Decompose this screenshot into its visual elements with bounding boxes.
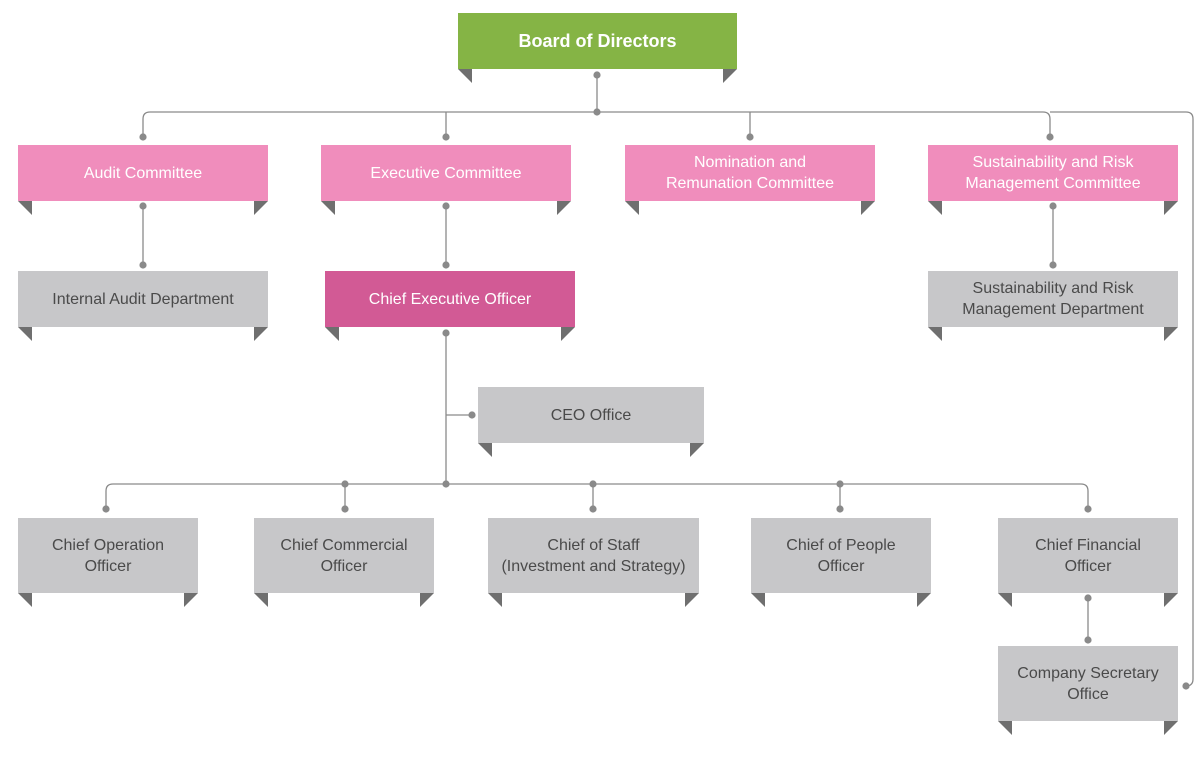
audit-committee-label: Audit Committee bbox=[83, 164, 203, 182]
cco-label: Chief Commercial Officer bbox=[280, 536, 408, 575]
connector-dot bbox=[1049, 261, 1057, 269]
ceo-box: Chief Executive Officer bbox=[325, 271, 575, 341]
connector-line bbox=[1050, 111, 1194, 687]
connector-dot bbox=[1084, 505, 1092, 513]
internal-audit-box: Internal Audit Department bbox=[18, 271, 268, 341]
connector-dot bbox=[1046, 133, 1054, 141]
connector-dot bbox=[589, 480, 597, 488]
connector-dot bbox=[442, 329, 450, 337]
connector-line bbox=[142, 111, 1051, 137]
connector-dot bbox=[468, 411, 476, 419]
connector-dot bbox=[1182, 682, 1190, 690]
connector-dot bbox=[746, 133, 754, 141]
board-of-directors-label: Board of Directors bbox=[518, 30, 677, 51]
connector-dot bbox=[341, 480, 349, 488]
cpo-box: Chief of People Officer bbox=[751, 518, 931, 607]
nomination-committee-box: Nomination and Remunation Committee bbox=[625, 145, 875, 215]
connector-dot bbox=[836, 505, 844, 513]
cfo-label: Chief Financial Officer bbox=[1035, 536, 1141, 575]
chief-of-staff-label: Chief of Staff (Investment and Strategy) bbox=[501, 536, 686, 575]
connector-dot bbox=[139, 133, 147, 141]
sustainability-committee-box: Sustainability and Risk Management Commi… bbox=[928, 145, 1178, 215]
connector-dot bbox=[593, 71, 601, 79]
connector-dot bbox=[1084, 636, 1092, 644]
coo-box: Chief Operation Officer bbox=[18, 518, 198, 607]
company-secretary-label: Company Secretary Office bbox=[1017, 664, 1159, 703]
cco-box: Chief Commercial Officer bbox=[254, 518, 434, 607]
connector-dot bbox=[102, 505, 110, 513]
connector-line bbox=[105, 483, 1089, 509]
connector-dot bbox=[593, 108, 601, 116]
connector-dot bbox=[442, 133, 450, 141]
ceo-office-box: CEO Office bbox=[478, 387, 704, 457]
internal-audit-label: Internal Audit Department bbox=[52, 290, 234, 308]
connector-dot bbox=[1084, 594, 1092, 602]
connector-dot bbox=[836, 480, 844, 488]
sustainability-department-box: Sustainability and Risk Management Depar… bbox=[928, 271, 1178, 341]
connector-dot bbox=[1049, 202, 1057, 210]
connector-dot bbox=[442, 261, 450, 269]
executive-committee-label: Executive Committee bbox=[370, 164, 522, 182]
cpo-label: Chief of People Officer bbox=[786, 536, 896, 575]
audit-committee-box: Audit Committee bbox=[18, 145, 268, 215]
sustainability-committee-label: Sustainability and Risk Management Commi… bbox=[965, 154, 1141, 192]
coo-label: Chief Operation Officer bbox=[51, 536, 165, 575]
connector-dot bbox=[442, 202, 450, 210]
board-of-directors-box: Board of Directors bbox=[458, 13, 737, 83]
executive-committee-box: Executive Committee bbox=[321, 145, 571, 215]
connector-dot bbox=[442, 480, 450, 488]
connector-dot bbox=[139, 202, 147, 210]
chief-of-staff-box: Chief of Staff (Investment and Strategy) bbox=[488, 518, 699, 607]
connector-dot bbox=[341, 505, 349, 513]
connector-dot bbox=[589, 505, 597, 513]
cfo-box: Chief Financial Officer bbox=[998, 518, 1178, 607]
ceo-office-label: CEO Office bbox=[550, 406, 632, 424]
company-secretary-box: Company Secretary Office bbox=[998, 646, 1178, 735]
connector-dot bbox=[139, 261, 147, 269]
nomination-committee-label: Nomination and Remunation Committee bbox=[665, 154, 835, 192]
sustainability-department-label: Sustainability and Risk Management Depar… bbox=[962, 280, 1144, 318]
ceo-label: Chief Executive Officer bbox=[368, 290, 532, 308]
